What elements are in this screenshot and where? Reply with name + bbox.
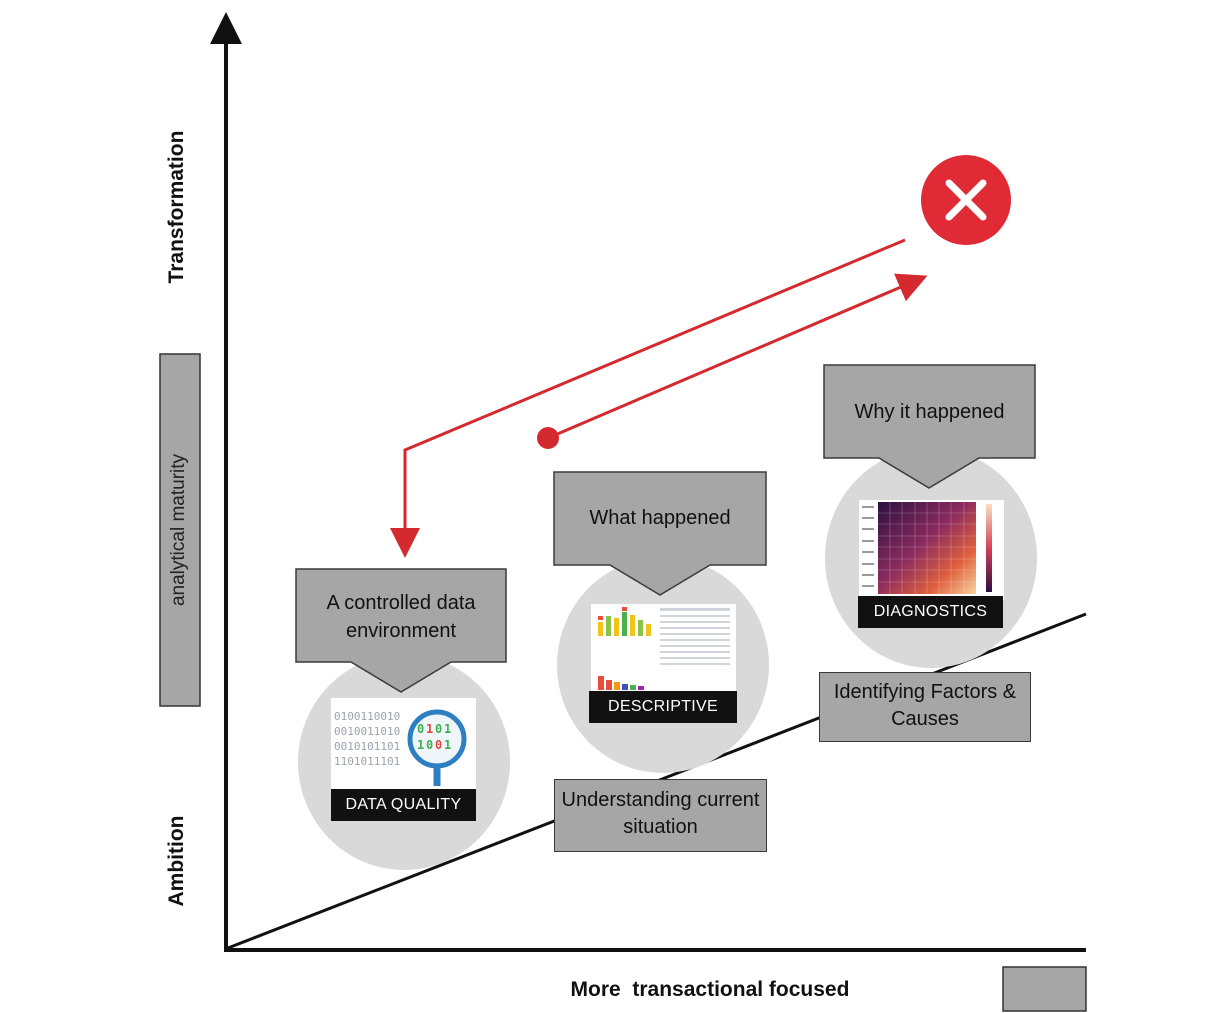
y-axis-top-label: Transformation <box>165 130 188 284</box>
svg-text:0: 0 <box>426 738 433 752</box>
description-descriptive: Understanding current situation <box>554 779 767 852</box>
dashboard-thumbnail <box>591 604 736 692</box>
binary-row-1: 0100110010 <box>334 710 400 723</box>
y-axis-bottom-label: Ambition <box>165 815 188 907</box>
mini-bar-chart <box>598 607 651 636</box>
tag-descriptive: DESCRIPTIVE <box>589 691 737 723</box>
svg-text:1: 1 <box>417 738 424 752</box>
x-axis-stub <box>1002 966 1087 1012</box>
svg-text:1: 1 <box>426 722 433 736</box>
ambition-start-dot <box>537 427 559 449</box>
svg-text:0: 0 <box>417 722 424 736</box>
maturity-bar <box>159 353 201 707</box>
data-quality-thumbnail: 0100110010 0010011010 0010101101 1101011… <box>331 698 476 790</box>
fail-x-icon <box>921 155 1011 245</box>
x-axis-label: More transactional focused <box>570 978 850 1001</box>
svg-text:0: 0 <box>435 738 442 752</box>
maturity-bar-label: analytical maturity <box>168 453 189 607</box>
heatmap-thumbnail <box>859 500 1004 600</box>
callout-data-quality: A controlled data environment <box>326 592 476 642</box>
ambition-arrow <box>547 273 928 440</box>
description-diagnostics: Identifying Factors & Causes <box>819 672 1031 742</box>
binary-row-3: 0010101101 <box>334 740 400 753</box>
binary-row-2: 0010011010 <box>334 725 400 738</box>
tag-data-quality: DATA QUALITY <box>331 789 476 821</box>
svg-text:0: 0 <box>435 722 442 736</box>
tag-diagnostics: DIAGNOSTICS <box>858 596 1003 628</box>
callout-shape-descriptive <box>553 471 767 596</box>
callout-shape-data-quality <box>295 568 507 693</box>
callout-shape-diagnostics <box>823 364 1036 489</box>
callout-diagnostics: Why it happened <box>854 401 1005 423</box>
callout-descriptive: What happened <box>589 507 731 529</box>
binary-row-4: 1101011101 <box>334 755 400 768</box>
svg-text:1: 1 <box>444 738 451 752</box>
mini-colored-bars <box>598 676 644 690</box>
return-arrow <box>390 238 906 558</box>
svg-text:1: 1 <box>444 722 451 736</box>
